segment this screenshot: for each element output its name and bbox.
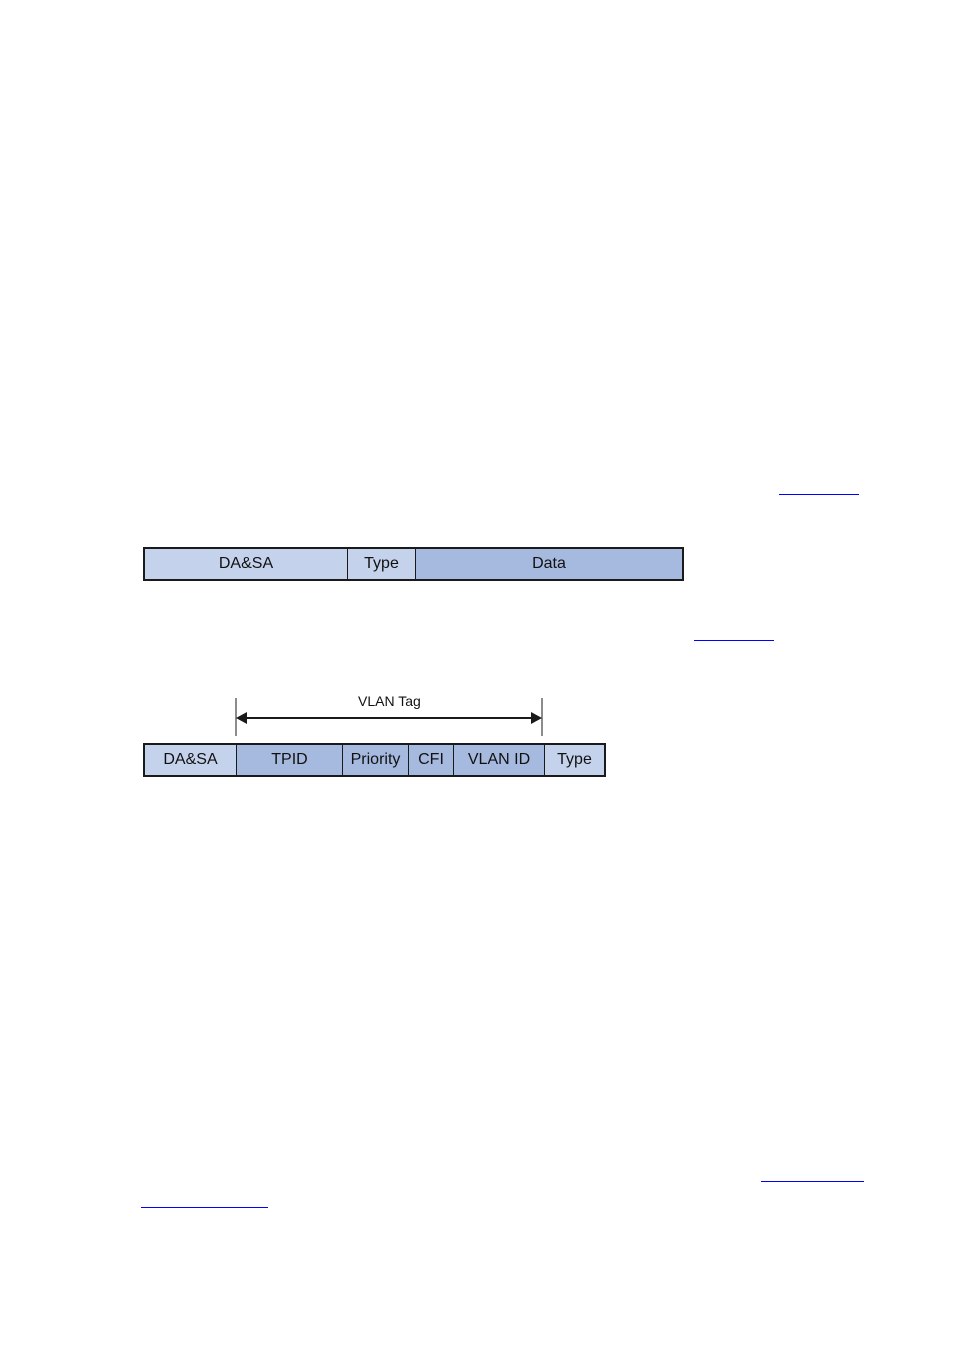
field-vlan-id: VLAN ID: [453, 745, 544, 775]
vlan-tag-arrow-left-head: [236, 712, 247, 724]
section-link-underline-2[interactable]: [141, 1207, 268, 1208]
untagged-frame-diagram: DA&SA Type Data: [143, 547, 684, 581]
field-type: Type: [544, 745, 604, 775]
field-da-sa: DA&SA: [145, 745, 236, 775]
field-tpid: TPID: [236, 745, 342, 775]
figure-link-underline-1[interactable]: [779, 494, 859, 495]
figure-link-underline-2[interactable]: [694, 640, 774, 641]
vlan-tag-span-arrow: [235, 698, 543, 736]
vlan-tag-label: VLAN Tag: [358, 693, 421, 709]
field-cfi: CFI: [408, 745, 453, 775]
field-priority: Priority: [342, 745, 408, 775]
section-link-underline-1[interactable]: [761, 1181, 864, 1182]
field-type: Type: [347, 549, 415, 579]
tagged-frame-diagram: DA&SA TPID Priority CFI VLAN ID Type: [143, 743, 606, 777]
field-da-sa: DA&SA: [145, 549, 347, 579]
vlan-tag-arrow-right-head: [531, 712, 542, 724]
field-data: Data: [415, 549, 682, 579]
